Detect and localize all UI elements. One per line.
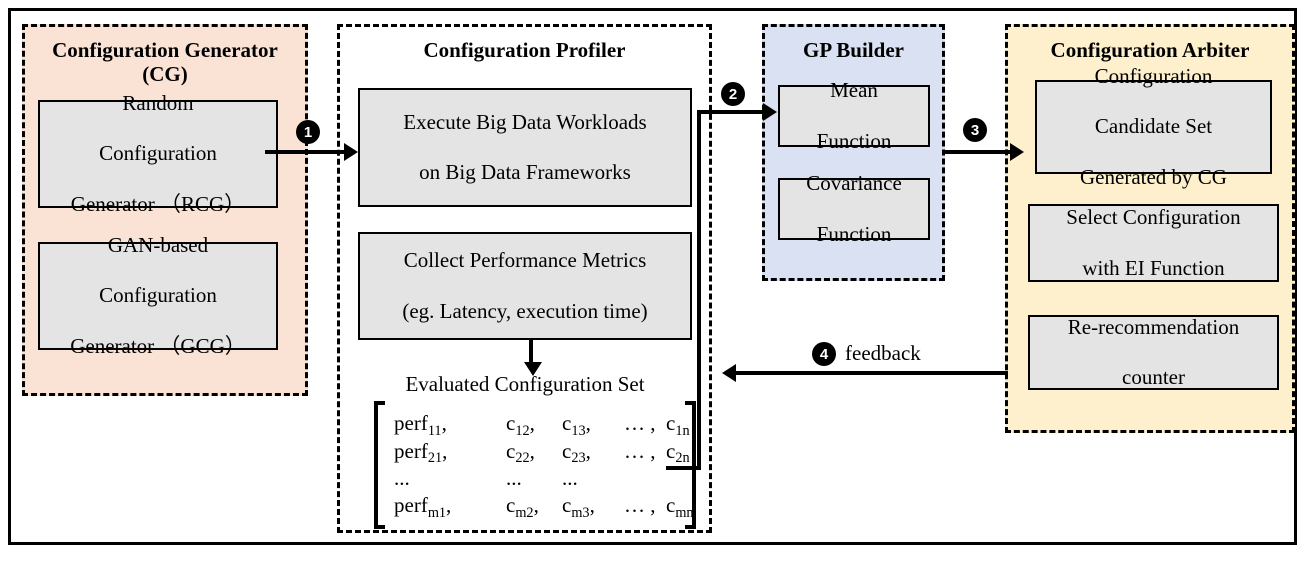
cov-line1: Covariance <box>806 171 902 196</box>
m-r1-c4-sub: 1n <box>675 422 690 439</box>
table-row: perf21, c22, c23, … , c2n <box>394 438 690 466</box>
candidate-line1: Configuration <box>1094 64 1213 89</box>
evaluated-configuration-matrix: perf11, c12, c13, … , c1n perf21, c22, c… <box>372 400 696 530</box>
m-r4-c3-sub: m3 <box>571 504 590 521</box>
flow-2-badge: 2 <box>721 82 745 106</box>
panel-generator-title-line2: (CG) <box>142 61 188 86</box>
flow-1-line <box>265 150 345 154</box>
cov-line2: Function <box>816 221 892 246</box>
execute-line1: Execute Big Data Workloads <box>403 109 647 134</box>
panel-gp-builder-title-text: GP Builder <box>803 38 904 62</box>
matrix-left-bracket <box>372 400 386 530</box>
table-row: perfm1, cm2, cm3, … , cmn <box>394 493 694 521</box>
m-r2-c1-sub: 21 <box>427 449 443 466</box>
arrow-collect-to-set-line <box>529 340 533 366</box>
candidate-line2: Candidate Set <box>1094 114 1213 139</box>
m-r2-c3: c <box>562 438 572 463</box>
panel-generator-title: Configuration Generator (CG) <box>25 38 305 86</box>
m-r2-c2-sub: 22 <box>515 449 530 466</box>
m-r1-c2: c <box>506 411 516 436</box>
m-r4-c2: c <box>506 493 516 518</box>
flow-1-badge: 1 <box>296 120 320 144</box>
m-r1-c2-sub: 12 <box>515 422 530 439</box>
m-r1-c1-sub: 11 <box>427 422 442 439</box>
rcg-line3: Generator （RCG） <box>70 191 246 216</box>
gcg-line1: GAN-based <box>107 233 209 258</box>
box-covariance-function[interactable]: Covariance Function <box>778 171 930 246</box>
flow-4-label: feedback <box>845 341 921 365</box>
select-line2: with EI Function <box>1082 255 1225 280</box>
box-configuration-candidate-set[interactable]: Configuration Candidate Set Generated by… <box>1035 64 1272 189</box>
flow-4-number: 4 <box>819 345 829 363</box>
outer-frame <box>8 8 1297 545</box>
arrow-collect-to-set-head <box>524 362 542 376</box>
m-r1-c4: … , c <box>624 411 676 436</box>
counter-line1: Re-recommendation <box>1067 314 1240 339</box>
flow-1-arrowhead <box>344 143 358 161</box>
flow-3-line <box>944 150 1014 154</box>
select-line1: Select Configuration <box>1066 205 1241 230</box>
mean-line2: Function <box>816 128 892 153</box>
m-r4-c4-sub: mn <box>675 504 694 521</box>
box-mean-function[interactable]: Mean Function <box>778 78 930 153</box>
m-r2-c2: c <box>506 438 516 463</box>
m-r2-c4: … , c <box>624 438 676 463</box>
flow-2-arrowhead <box>763 103 777 121</box>
collect-line1: Collect Performance Metrics <box>403 248 647 273</box>
m-r3-c1: ... <box>394 466 410 490</box>
flow-3-badge: 3 <box>963 118 987 142</box>
box-random-configuration-generator[interactable]: Random Configuration Generator （RCG） <box>38 91 278 216</box>
box-gan-based-configuration-generator[interactable]: GAN-based Configuration Generator （GCG） <box>38 233 278 358</box>
m-r1-c1: perf <box>394 411 428 436</box>
panel-arbiter-title: Configuration Arbiter <box>1008 38 1292 63</box>
rcg-line1: Random <box>122 91 194 116</box>
flow-1-number: 1 <box>303 123 313 141</box>
flow-2-line-vertical <box>697 110 701 468</box>
box-select-configuration-ei[interactable]: Select Configuration with EI Function <box>1028 204 1279 282</box>
matrix-right-bracket <box>684 400 698 530</box>
mean-line1: Mean <box>830 78 878 103</box>
m-r2-c1: perf <box>394 438 428 463</box>
flow-3-arrowhead <box>1010 143 1024 161</box>
evaluated-configuration-set-label: Evaluated Configuration Set <box>405 372 645 396</box>
m-r4-c1-sub: m1 <box>427 504 447 521</box>
flow-2-line-bottom <box>666 466 701 470</box>
m-r4-c4: … , c <box>624 493 676 518</box>
gcg-line3: Generator （GCG） <box>70 333 246 358</box>
flow-4-arrowhead <box>722 364 736 382</box>
panel-gp-builder-title: GP Builder <box>765 38 942 63</box>
m-r3-c3: ... <box>562 466 578 490</box>
candidate-line3: Generated by CG <box>1080 164 1227 189</box>
gcg-line2: Configuration <box>99 283 217 308</box>
flow-2-line-top <box>697 110 765 114</box>
box-execute-big-data-workloads[interactable]: Execute Big Data Workloads on Big Data F… <box>358 88 692 207</box>
m-r4-c1: perf <box>394 493 428 518</box>
flow-3-number: 3 <box>970 121 980 139</box>
box-collect-performance-metrics[interactable]: Collect Performance Metrics (eg. Latency… <box>358 232 692 340</box>
matrix-rows: perf11, c12, c13, … , c1n perf21, c22, c… <box>386 400 694 530</box>
m-r2-c3-sub: 23 <box>571 449 586 466</box>
counter-line2: counter <box>1122 365 1185 390</box>
table-row: ... ... ... <box>394 465 676 492</box>
m-r4-c3: c <box>562 493 572 518</box>
flow-2-number: 2 <box>728 85 738 103</box>
m-r2-c4-sub: 2n <box>675 449 690 466</box>
panel-profiler-title-text: Configuration Profiler <box>423 38 626 62</box>
m-r3-c2: ... <box>506 466 522 490</box>
table-row: perf11, c12, c13, … , c1n <box>394 411 690 439</box>
m-r1-c3-sub: 13 <box>571 422 586 439</box>
m-r4-c2-sub: m2 <box>515 504 534 521</box>
flow-4-badge: 4 <box>812 342 836 366</box>
m-r1-c3: c <box>562 411 572 436</box>
panel-generator-title-line1: Configuration Generator <box>52 38 278 62</box>
panel-profiler-title: Configuration Profiler <box>340 38 709 63</box>
panel-arbiter-title-text: Configuration Arbiter <box>1050 38 1250 62</box>
flow-4-line <box>735 371 1008 375</box>
collect-line2: (eg. Latency, execution time) <box>402 298 648 323</box>
rcg-line2: Configuration <box>99 141 217 166</box>
execute-line2: on Big Data Frameworks <box>419 160 631 185</box>
box-re-recommendation-counter[interactable]: Re-recommendation counter <box>1028 315 1279 390</box>
